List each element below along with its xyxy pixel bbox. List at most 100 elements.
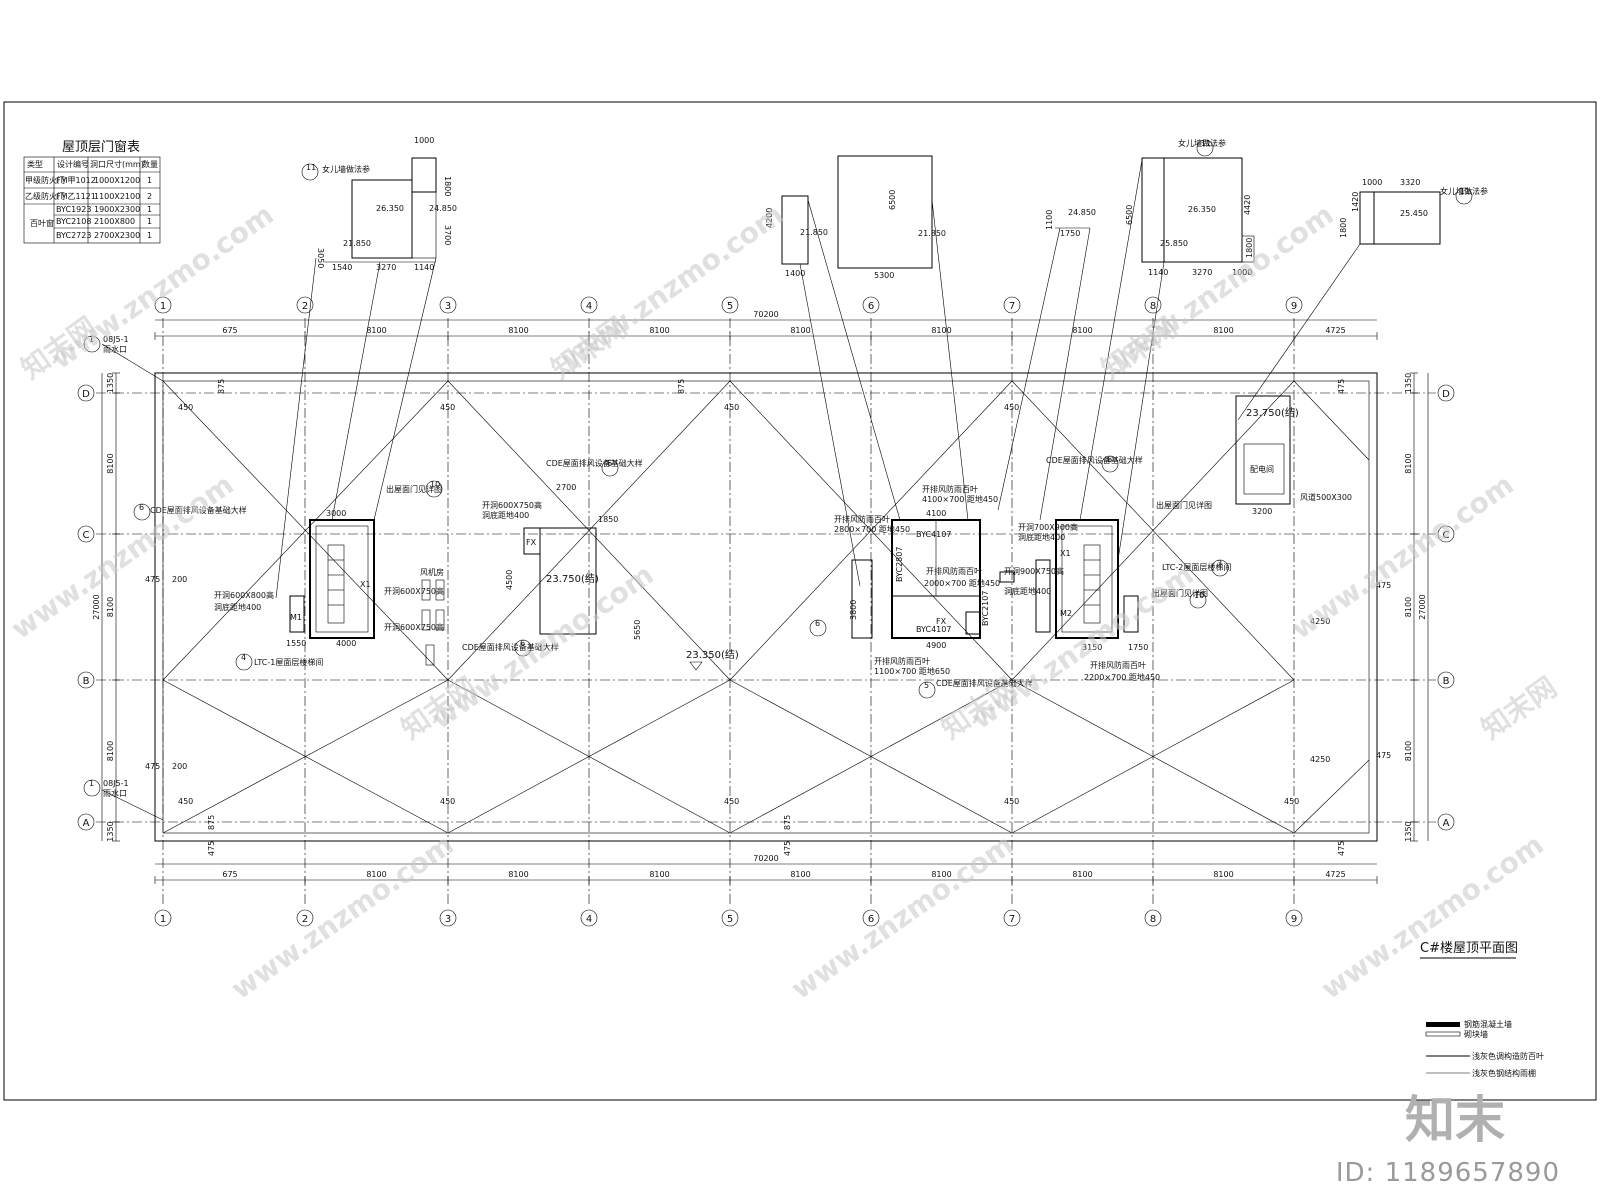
dim-875-2: 875: [677, 379, 686, 394]
dim-450-2: 450: [440, 403, 455, 412]
ref-num: 10: [430, 480, 440, 489]
pipe-note-2: 洞底距地400: [482, 510, 529, 520]
watermark-text: www.znzmo.com: [5, 468, 239, 646]
cde-note-5: CDE屋面排风设备基础大样: [1046, 455, 1143, 465]
vent4-title: 开排风防雨百叶: [874, 656, 930, 666]
dim-4000: 4000: [336, 639, 356, 648]
wall-note: 女儿墙做法参: [322, 164, 370, 174]
axis-bubble: [154, 909, 172, 927]
axis-label: 4: [586, 914, 592, 925]
schedule-cell: 1: [147, 217, 152, 226]
dim-text: 8100: [1404, 741, 1413, 761]
dim-text: 8100: [366, 326, 386, 335]
dim-text: 8100: [508, 326, 528, 335]
dim-1750: 1750: [1128, 643, 1148, 652]
detail-6: 1000 3320 1420 1800 25.450 11 女儿墙做法参: [1339, 178, 1488, 245]
d1-w1: 1000: [414, 136, 434, 145]
axis-bubble: [77, 384, 95, 402]
detail-5: 6500 4420 1800 1140 3270 1000 26.350 25.…: [1125, 138, 1255, 277]
dim-450-1: 450: [178, 403, 193, 412]
pipe2: 开洞600X750高: [384, 586, 444, 596]
vent3-size: 2000×700 距地450: [924, 578, 1000, 588]
schedule-cell: 2: [147, 192, 152, 201]
dim-4500: 4500: [505, 570, 514, 590]
vent5-size: 2200×700 距地450: [1084, 672, 1160, 682]
duct-size: 风道500X300: [1300, 492, 1352, 502]
d1-h2: 3050: [316, 248, 325, 268]
roof-slope-lines: [162, 380, 1370, 834]
schedule-cell: 2100X800: [94, 217, 135, 226]
ref-circle: [301, 163, 319, 181]
dim-875-4: 875: [783, 815, 792, 830]
dim-4100: 4100: [926, 509, 946, 518]
dim-450-5: 450: [178, 797, 193, 806]
dim-text: 8100: [931, 870, 951, 879]
dim-450-6: 450: [440, 797, 455, 806]
pipe-note: 洞底距地400: [214, 602, 261, 612]
elec-room: 配电间: [1250, 464, 1274, 474]
dim-text: 4725: [1325, 870, 1345, 879]
legend-block: 砌块墙: [1464, 1029, 1488, 1039]
dim-text: 8100: [1404, 597, 1413, 617]
watermark-brand: 知末网: [1475, 671, 1563, 746]
axis-bubble: [580, 909, 598, 927]
dim-text: 8100: [106, 597, 115, 617]
ref-num: 5: [924, 681, 929, 690]
dim-text: 4725: [1325, 326, 1345, 335]
byc-label-1b: BYC4107: [916, 625, 951, 634]
axis-bubble: [1437, 671, 1455, 689]
d6-h2: 1800: [1339, 218, 1348, 238]
dim-450-8: 450: [1004, 797, 1019, 806]
d5-h2: 4420: [1243, 195, 1252, 215]
dim-2700: 2700: [556, 483, 576, 492]
axis-label: B: [1443, 676, 1450, 687]
schedule-cell: 1: [147, 231, 152, 240]
ref-num: 4: [241, 653, 246, 662]
d1-b2: 3270: [376, 263, 396, 272]
cde-note-1: CDE屋面排风设备基础大样: [462, 642, 559, 652]
roof-door-note-3: 出屋面门见详图: [1156, 500, 1212, 510]
axis-bubble: [1437, 813, 1455, 831]
schedule-cell: 1900X2300: [94, 205, 140, 214]
legend: 钢筋混凝土墙 砌块墙 浅灰色调构造防百叶 浅灰色钢结构雨棚: [1425, 1019, 1544, 1078]
watermark-text: www.znzmo.com: [225, 828, 459, 1006]
door-x1: X1: [360, 580, 371, 589]
dim-3000: 3000: [326, 509, 346, 518]
axis-bubble: [77, 525, 95, 543]
pipe-note-4: 洞底距地400: [1004, 586, 1051, 596]
drain-note-2: 雨水口: [103, 788, 127, 798]
ref-circle: [601, 459, 619, 477]
door-m1: M1: [290, 613, 302, 622]
vent3-title: 开排风防雨百叶: [926, 566, 982, 576]
ref-num: 1: [89, 779, 94, 788]
axis-bubble: [1285, 909, 1303, 927]
dim-475-b3: 475: [1337, 841, 1346, 856]
roof-door-note: 出屋面门见详图: [386, 484, 442, 494]
ref-circle: [1211, 559, 1229, 577]
axis-label: 2: [302, 301, 308, 312]
d6-w1: 1000: [1362, 178, 1382, 187]
axis-label: C: [83, 530, 90, 541]
ref-num: 3: [1217, 559, 1222, 568]
dim-475-t3: 475: [1337, 379, 1346, 394]
schedule-cell: BYC1923: [56, 205, 91, 214]
d2-e: 21.850: [800, 228, 828, 237]
pipe-note-3: 洞底距地400: [1018, 532, 1065, 542]
pipe3: 开洞600X750高: [384, 622, 444, 632]
stair-room-elev: 23.750(结): [1246, 406, 1299, 419]
d6-h1: 1420: [1351, 192, 1360, 212]
schedule-cell: BYC2723: [56, 231, 91, 240]
axis-bubble: [580, 296, 598, 314]
d5-b2: 3270: [1192, 268, 1212, 277]
d5-h3: 1800: [1245, 238, 1254, 258]
dim-1850: 1850: [598, 515, 618, 524]
axis-label: 4: [586, 301, 592, 312]
schedule-cell: 百叶窗: [30, 218, 54, 228]
roof-door-note-2: 出屋面门见详图: [1152, 588, 1208, 598]
legend-canopy: 浅灰色钢结构雨棚: [1472, 1068, 1536, 1078]
schedule-cell: 1: [147, 176, 152, 185]
dim-475-l2: 475: [145, 762, 160, 771]
ref-num: 6: [520, 639, 525, 648]
d5-elev-low: 25.850: [1160, 239, 1188, 248]
dim-text: 8100: [1213, 870, 1233, 879]
